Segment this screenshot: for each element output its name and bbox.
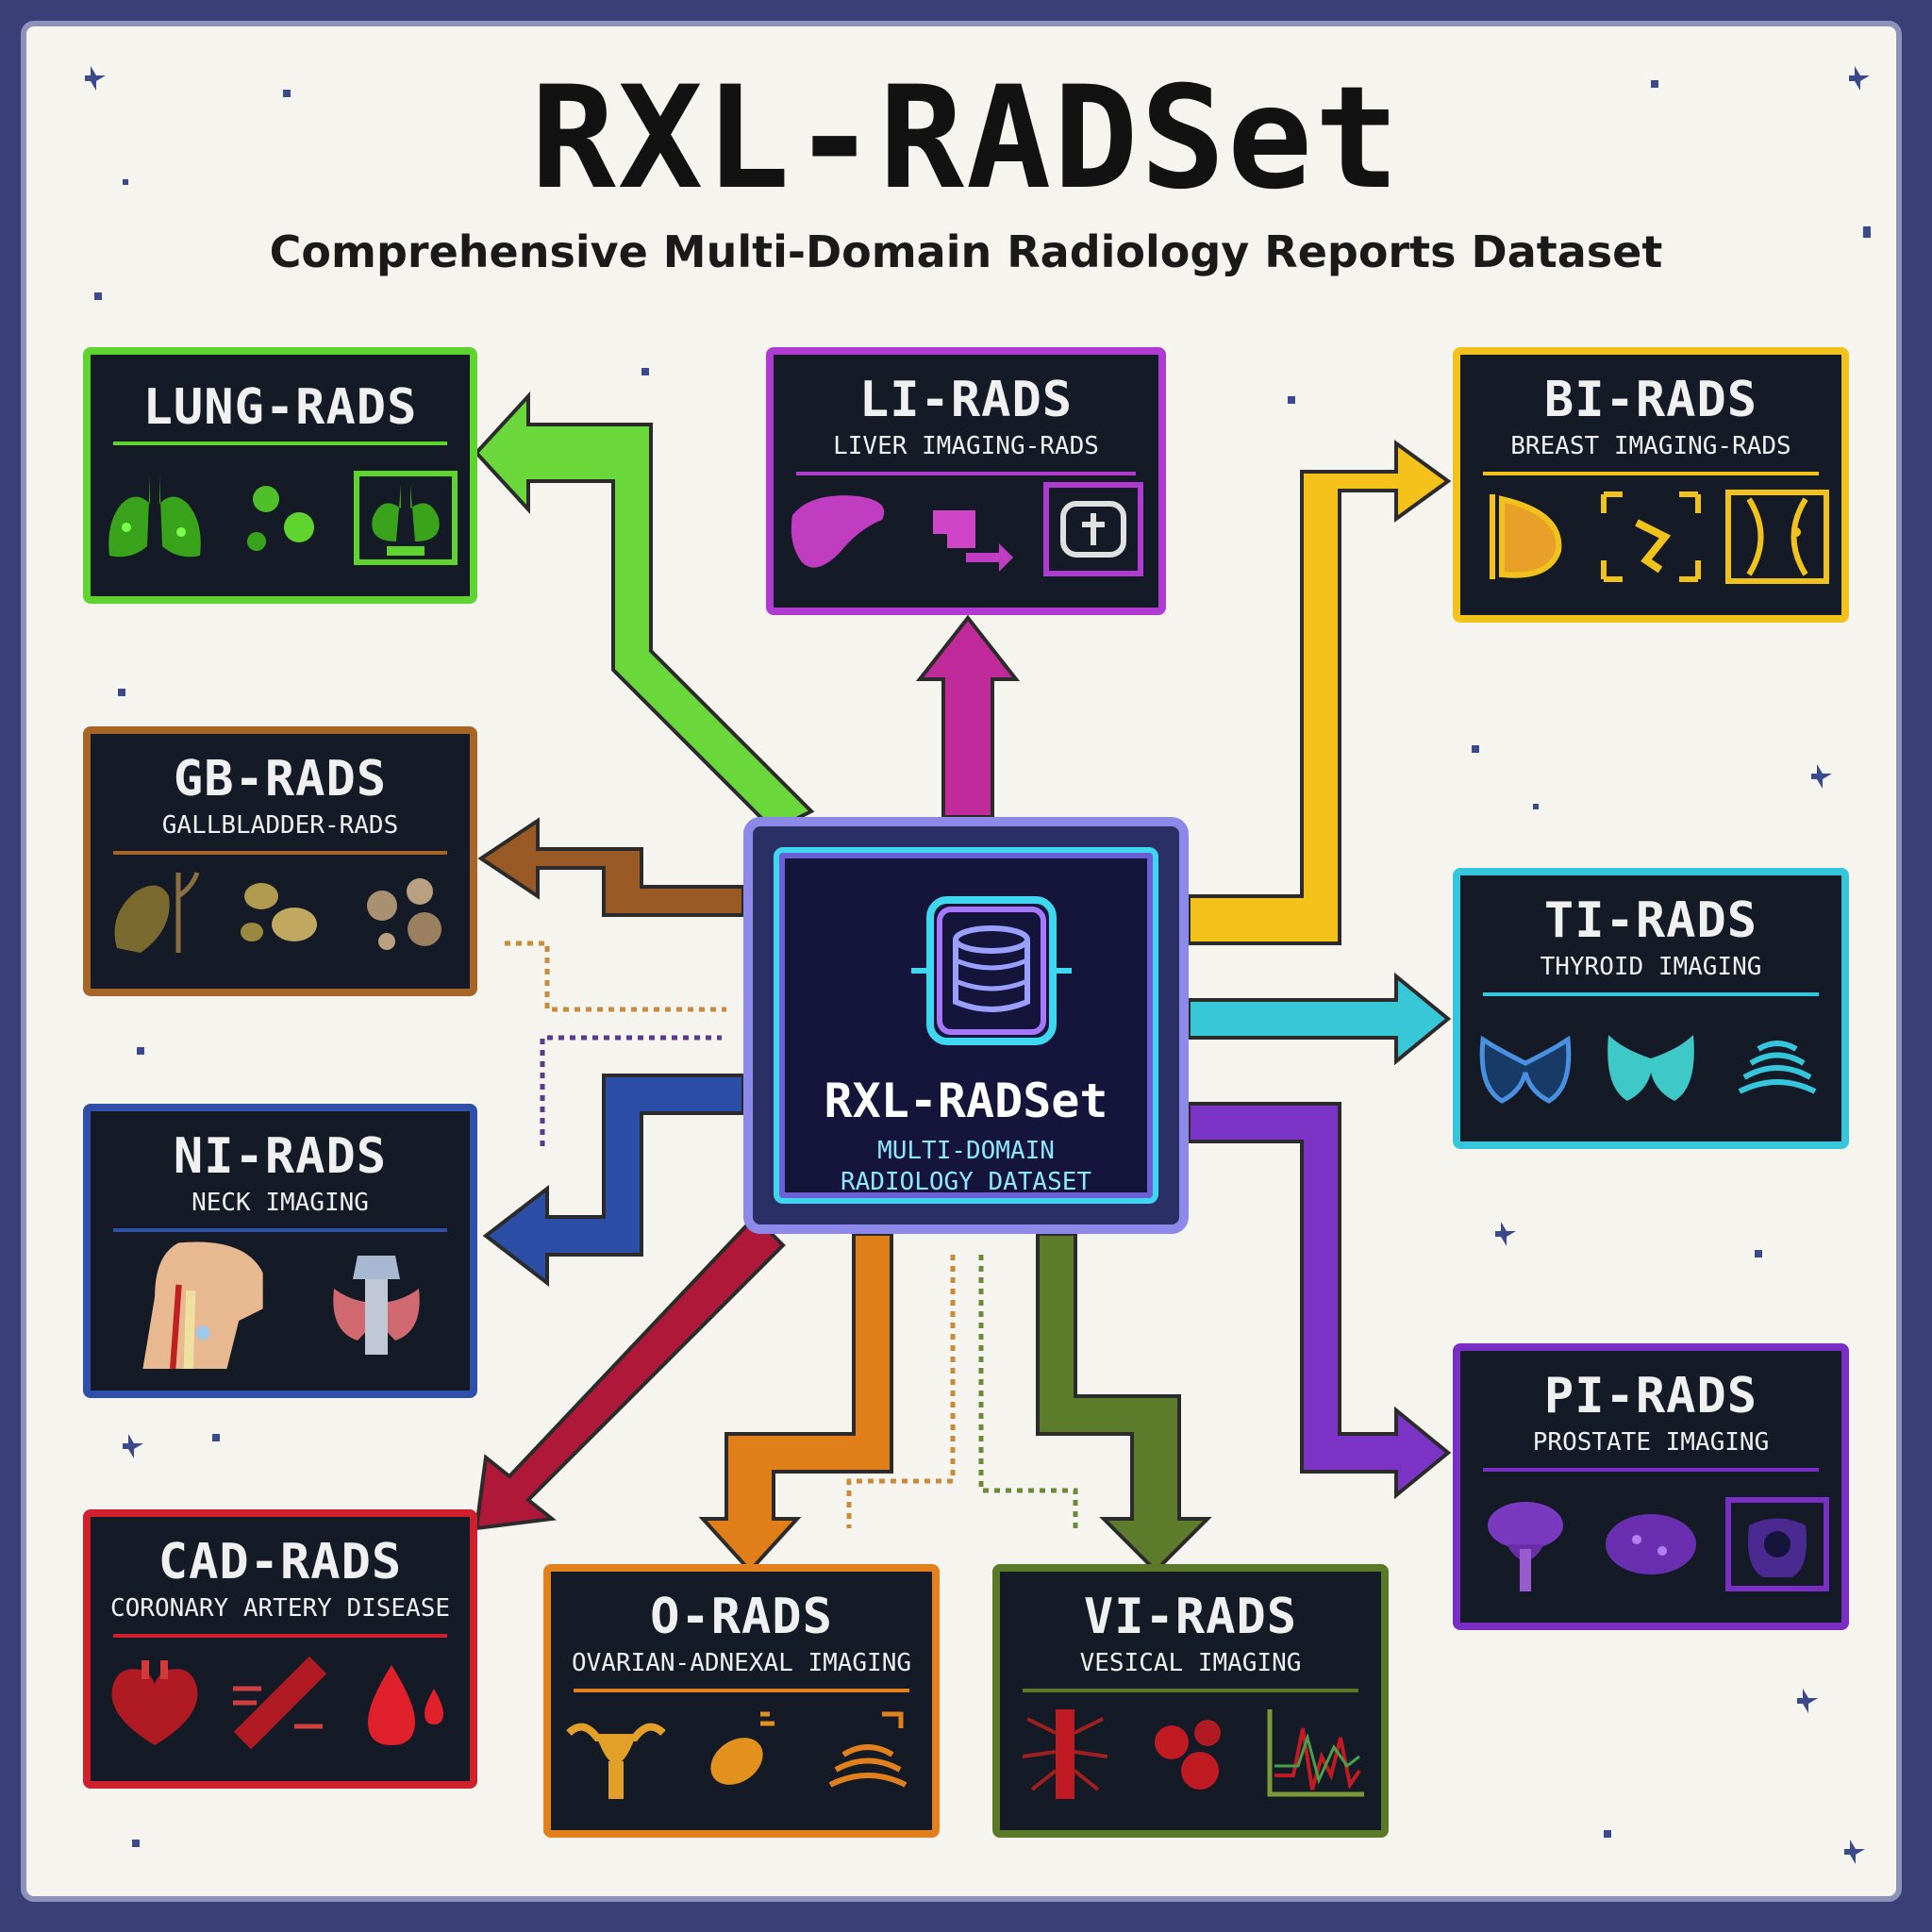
- card-title: LI-RADS: [774, 375, 1158, 425]
- lungs-icon: [93, 461, 216, 575]
- connector-ti-rads: [1189, 976, 1448, 1061]
- card-subtitle: OVARIAN-ADNEXAL IMAGING: [551, 1651, 932, 1675]
- connector-li-rads: [920, 618, 1016, 817]
- divider: [1483, 1468, 1819, 1472]
- card-title: TI-RADS: [1460, 896, 1841, 945]
- prostate-scan-icon: [1716, 1488, 1839, 1601]
- card-lung-rads[interactable]: LUNG-RADS: [83, 347, 477, 604]
- gallbladder-icon: [93, 854, 216, 967]
- cells-icon: [1129, 1695, 1252, 1808]
- card-title: NI-RADS: [91, 1132, 470, 1181]
- larynx-icon: [315, 1232, 438, 1374]
- blood-drop-icon: [344, 1646, 467, 1759]
- card-subtitle: THYROID IMAGING: [1460, 955, 1841, 979]
- hub-card[interactable]: RXL-RADSet MULTI-DOMAIN RADIOLOGY DATASE…: [743, 817, 1189, 1234]
- divider: [113, 441, 447, 445]
- ultrasound-waves-icon: [1716, 1007, 1839, 1120]
- card-pi-rads[interactable]: PI-RADS PROSTATE IMAGING: [1453, 1343, 1849, 1630]
- icon-row: [91, 849, 470, 972]
- card-subtitle: LIVER IMAGING-RADS: [774, 434, 1158, 458]
- dotted-link-gb: [505, 943, 726, 1009]
- uterus-icon: [555, 1695, 677, 1808]
- chest-xray-icon: [344, 461, 467, 575]
- gallstones-icon: [219, 854, 341, 967]
- heart-icon: [93, 1646, 216, 1759]
- prostate-lesion-icon: [1590, 1488, 1712, 1601]
- card-bi-rads[interactable]: BI-RADS BREAST IMAGING-RADS: [1453, 347, 1849, 623]
- icon-row: [91, 1232, 470, 1374]
- card-title: GB-RADS: [91, 755, 470, 804]
- signal-chart-icon: [1256, 1695, 1378, 1808]
- icon-row: [1460, 475, 1841, 598]
- card-gb-rads[interactable]: GB-RADS GALLBLADDER-RADS: [83, 726, 477, 996]
- hub-inner: RXL-RADSet MULTI-DOMAIN RADIOLOGY DATASE…: [774, 847, 1158, 1204]
- mammogram-icon: [1590, 480, 1712, 593]
- card-vi-rads[interactable]: VI-RADS VESICAL IMAGING: [992, 1564, 1389, 1838]
- icon-row: [91, 1641, 470, 1764]
- breast-icon: [1464, 480, 1587, 593]
- card-cad-rads[interactable]: CAD-RADS CORONARY ARTERY DISEASE: [83, 1509, 477, 1789]
- card-subtitle: BREAST IMAGING-RADS: [1460, 434, 1841, 458]
- card-title: LUNG-RADS: [91, 383, 470, 432]
- card-subtitle: GALLBLADDER-RADS: [91, 813, 470, 838]
- card-subtitle: VESICAL IMAGING: [1000, 1651, 1381, 1675]
- connector-gb-rads: [481, 821, 743, 915]
- connector-pi-rads: [1189, 1104, 1448, 1495]
- connector-bi-rads: [1189, 443, 1448, 943]
- card-li-rads[interactable]: LI-RADS LIVER IMAGING-RADS: [766, 347, 1166, 615]
- card-title: PI-RADS: [1460, 1372, 1841, 1421]
- bladder-vessels-icon: [1004, 1695, 1126, 1808]
- ultrasound-icon: [807, 1695, 929, 1808]
- card-subtitle: PROSTATE IMAGING: [1460, 1430, 1841, 1455]
- breast-scan-icon: [1716, 480, 1839, 593]
- hub-subtitle-line1: MULTI-DOMAIN: [779, 1136, 1153, 1167]
- icon-row: [774, 468, 1158, 591]
- hub-title: RXL-RADSet: [779, 1077, 1153, 1124]
- icon-row: [1460, 1483, 1841, 1606]
- card-title: O-RADS: [551, 1592, 932, 1641]
- card-o-rads[interactable]: O-RADS OVARIAN-ADNEXAL IMAGING: [543, 1564, 940, 1838]
- hub-subtitle: MULTI-DOMAIN RADIOLOGY DATASET: [779, 1136, 1153, 1197]
- card-title: CAD-RADS: [91, 1538, 470, 1587]
- connector-vi-rads: [1038, 1234, 1208, 1571]
- prostate-icon: [1464, 1488, 1587, 1601]
- icon-row: [1460, 1002, 1841, 1124]
- icon-row: [91, 457, 470, 579]
- artery-icon: [219, 1646, 341, 1759]
- icon-row: [1000, 1690, 1381, 1813]
- database-icon: [911, 891, 1072, 1051]
- liver-icon: [778, 473, 901, 586]
- card-title: BI-RADS: [1460, 375, 1841, 425]
- connector-lung-rads: [476, 396, 811, 830]
- icon-row: [551, 1690, 932, 1813]
- divider: [1483, 992, 1819, 996]
- card-subtitle: NECK IMAGING: [91, 1191, 470, 1215]
- divider: [113, 1634, 447, 1638]
- card-ti-rads[interactable]: TI-RADS THYROID IMAGING: [1453, 868, 1849, 1149]
- thyroid-icon: [1590, 1007, 1712, 1120]
- hub-subtitle-line2: RADIOLOGY DATASET: [779, 1167, 1153, 1198]
- connector-ni-rads: [486, 1075, 743, 1283]
- card-title: VI-RADS: [1000, 1592, 1381, 1641]
- neck-anatomy-icon: [123, 1232, 283, 1374]
- ovary-icon: [680, 1695, 803, 1808]
- nodule-icon: [219, 461, 341, 575]
- stones-icon: [344, 854, 467, 967]
- ct-scan-icon: [1032, 473, 1155, 586]
- thyroid-outline-icon: [1464, 1007, 1587, 1120]
- card-subtitle: CORONARY ARTERY DISEASE: [91, 1596, 470, 1621]
- card-ni-rads[interactable]: NI-RADS NECK IMAGING: [83, 1104, 477, 1398]
- liver-scan-icon: [905, 473, 1027, 586]
